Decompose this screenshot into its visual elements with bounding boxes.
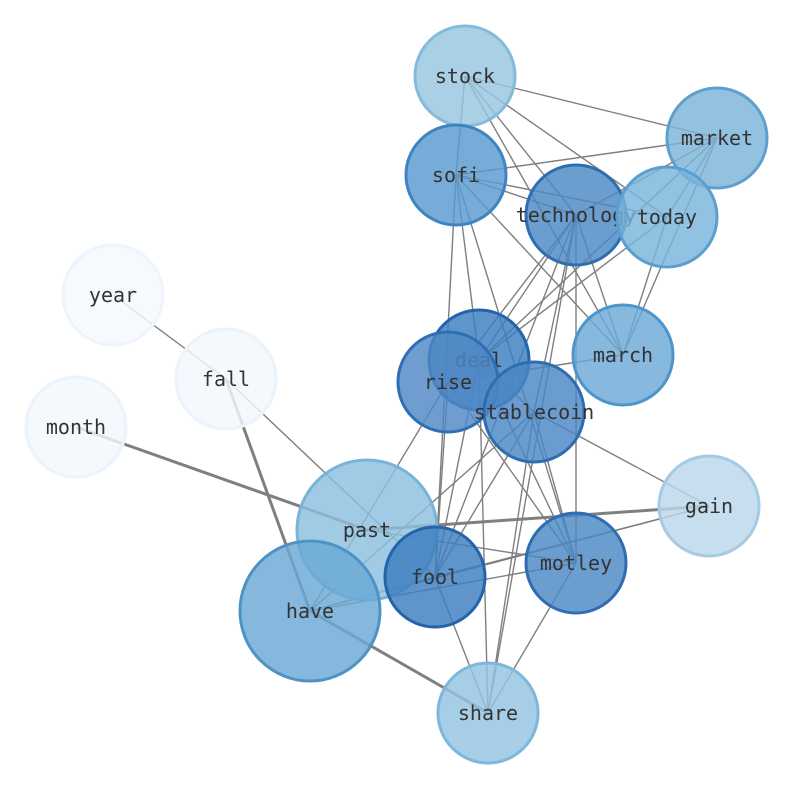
node-label-stablecoin: stablecoin	[474, 400, 594, 424]
node-motley: motley	[524, 511, 628, 615]
node-label-month: month	[46, 415, 106, 439]
node-circle-share	[436, 661, 540, 765]
node-label-sofi: sofi	[432, 163, 480, 187]
node-circle-motley	[524, 511, 628, 615]
node-label-fall: fall	[202, 367, 250, 391]
node-circle-have	[238, 539, 382, 683]
node-circle-stablecoin	[482, 360, 586, 464]
node-circle-march	[571, 303, 675, 407]
node-share: share	[436, 661, 540, 765]
node-today: today	[615, 165, 719, 269]
node-have: have	[238, 539, 382, 683]
node-circle-year	[61, 243, 165, 347]
node-label-fool: fool	[411, 565, 459, 589]
node-stock: stock	[413, 24, 517, 128]
node-label-share: share	[458, 701, 518, 725]
node-circle-fool	[383, 525, 487, 629]
node-month: month	[24, 375, 128, 479]
node-circle-market	[665, 86, 769, 190]
node-circle-month	[24, 375, 128, 479]
node-sofi: sofi	[404, 123, 508, 227]
node-label-march: march	[593, 343, 653, 367]
node-year: year	[61, 243, 165, 347]
node-circle-sofi	[404, 123, 508, 227]
node-label-past: past	[343, 518, 391, 542]
node-label-stock: stock	[435, 64, 495, 88]
node-label-gain: gain	[685, 494, 733, 518]
node-march: march	[571, 303, 675, 407]
node-fool: fool	[383, 525, 487, 629]
node-circle-today	[615, 165, 719, 269]
node-label-today: today	[637, 205, 697, 229]
node-circle-fall	[174, 327, 278, 431]
node-stablecoin: stablecoin	[474, 360, 594, 464]
node-market: market	[665, 86, 769, 190]
node-label-rise: rise	[424, 370, 472, 394]
node-label-year: year	[89, 283, 137, 307]
node-circle-gain	[657, 454, 761, 558]
node-gain: gain	[657, 454, 761, 558]
node-label-motley: motley	[540, 551, 612, 575]
node-fall: fall	[174, 327, 278, 431]
node-label-market: market	[681, 126, 753, 150]
node-label-have: have	[286, 599, 334, 623]
